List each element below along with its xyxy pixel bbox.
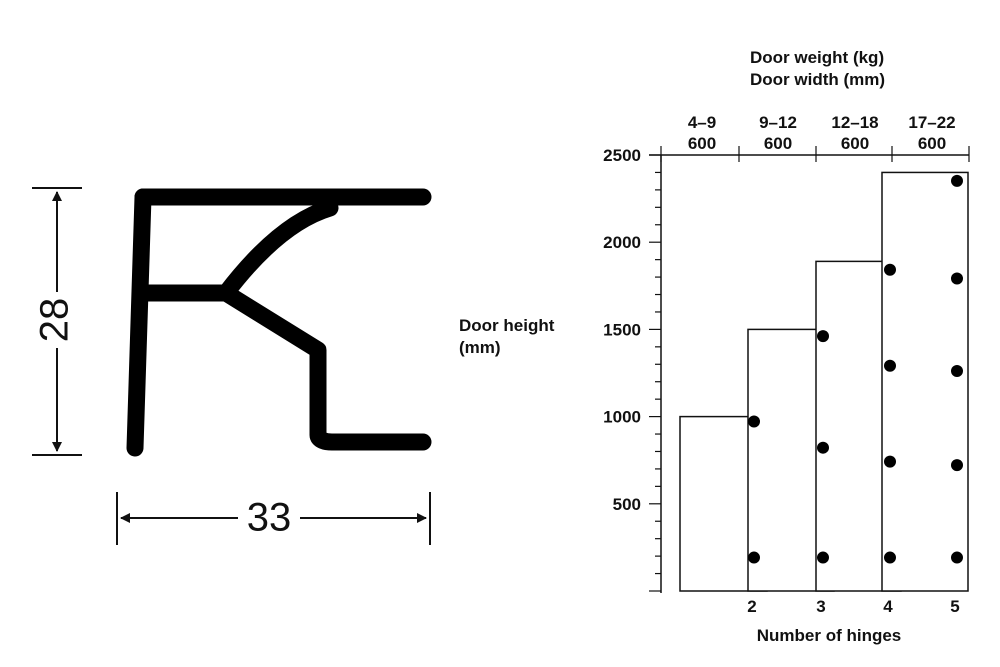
top-weight-label: 17–22 bbox=[908, 113, 955, 132]
hinge-dot bbox=[951, 364, 963, 377]
x-tick-label: 5 bbox=[950, 597, 959, 616]
y-tick-label: 500 bbox=[613, 495, 641, 514]
x-tick-label: 2 bbox=[747, 597, 756, 616]
hinge-dot bbox=[951, 272, 963, 285]
hinge-dot bbox=[884, 551, 896, 564]
hinge-dot bbox=[951, 551, 963, 564]
bar-5-hinges bbox=[881, 171, 969, 592]
hinge-dot bbox=[748, 415, 760, 428]
hinge-dot bbox=[817, 441, 829, 454]
hinge-dot bbox=[884, 359, 896, 372]
y-tick-label: 2500 bbox=[603, 146, 641, 165]
top-width-label: 600 bbox=[764, 134, 792, 153]
hinge-dot bbox=[951, 459, 963, 472]
top-weight-label: 9–12 bbox=[759, 113, 797, 132]
width-dimension-label: 33 bbox=[247, 496, 292, 540]
hinge-dot bbox=[951, 174, 963, 187]
height-dimension: 28 bbox=[32, 187, 82, 456]
top-weight-label: 4–9 bbox=[688, 113, 716, 132]
hinge-chart: Door weight (kg) Door width (mm) Door he… bbox=[459, 48, 970, 645]
hinge-profile-shape bbox=[126, 188, 432, 457]
y-axis-title-line2: (mm) bbox=[459, 338, 501, 357]
hinge-dot bbox=[748, 551, 760, 564]
top-width-label: 600 bbox=[841, 134, 869, 153]
top-weight-label: 12–18 bbox=[831, 113, 878, 132]
hinge-dot bbox=[817, 551, 829, 564]
x-tick-label: 4 bbox=[883, 597, 893, 616]
width-dimension: 33 bbox=[116, 492, 431, 545]
x-axis-title: Number of hinges bbox=[757, 626, 902, 645]
top-width-label: 600 bbox=[918, 134, 946, 153]
chart-marks: 500 1000 1500 2000 2500 4–9 600 9–12 600 12–18 600… bbox=[603, 113, 970, 616]
top-width-label: 600 bbox=[688, 134, 716, 153]
y-tick-label: 1500 bbox=[603, 320, 641, 339]
y-axis-title-line1: Door height bbox=[459, 316, 555, 335]
hinge-dot bbox=[884, 455, 896, 468]
y-tick-label: 2000 bbox=[603, 233, 641, 252]
x-tick-label: 3 bbox=[816, 597, 825, 616]
top-axis-title-width: Door width (mm) bbox=[750, 70, 885, 89]
profile-drawing: 28 33 bbox=[32, 187, 432, 545]
hinge-dot bbox=[817, 330, 829, 343]
y-tick-label: 1000 bbox=[603, 408, 641, 427]
top-axis-title-weight: Door weight (kg) bbox=[750, 48, 884, 67]
height-dimension-label: 28 bbox=[33, 298, 77, 343]
hinge-dot bbox=[884, 263, 896, 276]
